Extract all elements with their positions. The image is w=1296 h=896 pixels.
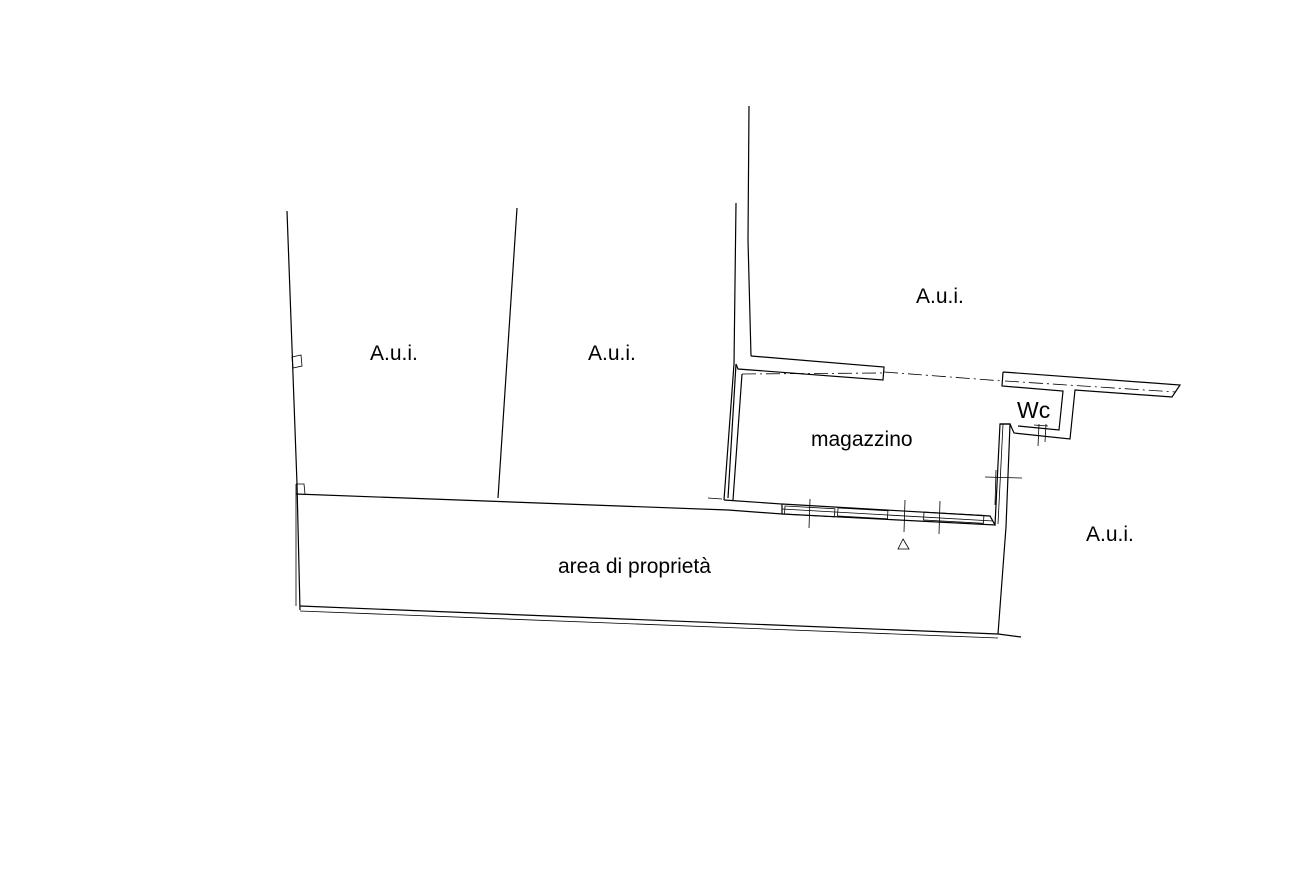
property-area-outline — [295, 483, 1022, 639]
room-label-wc: Wc — [1017, 397, 1051, 423]
magazzino-right-wall-inner — [997, 423, 1004, 525]
magazzino-top-wall — [735, 355, 885, 381]
boundary-marker — [291, 354, 303, 369]
window-frame-2 — [837, 507, 889, 520]
magazzino-top-wall-hidden — [741, 372, 883, 375]
window-frame-3 — [923, 511, 985, 524]
area-label-proprieta: area di proprietà — [558, 555, 711, 578]
wc-inner-wall — [1001, 371, 1064, 431]
middle-boundary-line — [497, 207, 518, 499]
tick-2 — [903, 499, 906, 533]
magazzino-bottom-wall-left — [723, 499, 783, 515]
area-top-edge — [295, 493, 729, 511]
area-bottom-edge-inner — [299, 610, 999, 639]
wc-top-hidden-line — [1004, 380, 1177, 393]
room-label-magazzino: magazzino — [811, 428, 913, 451]
right-inner-boundary-line — [723, 202, 737, 501]
entrance-arrow-marker — [897, 538, 910, 550]
area-right-edge — [997, 526, 1007, 635]
right-outer-boundary-line — [747, 105, 752, 357]
neighbour-label-2: A.u.i. — [588, 342, 636, 365]
neighbour-label-1: A.u.i. — [370, 342, 418, 365]
magazzino-left-wall-inner — [732, 373, 743, 501]
tick-5 — [984, 476, 1023, 479]
tick-6 — [994, 469, 997, 506]
tick-3 — [938, 500, 941, 535]
magazzino-bottom-wall — [781, 503, 997, 526]
magazzino-left-wall-outer — [727, 363, 737, 499]
area-corner-mark — [296, 483, 306, 495]
wc-tick-c — [1044, 423, 1047, 443]
left-boundary-line — [286, 210, 301, 611]
magazzino-walls — [707, 355, 1023, 550]
property-dashed-line — [883, 371, 1004, 382]
neighbour-label-4: A.u.i. — [1086, 523, 1134, 546]
neighbour-label-3: A.u.i. — [916, 285, 964, 308]
wc-tick-b — [1037, 423, 1040, 447]
wc-walls — [1000, 371, 1182, 447]
area-bottom-edge — [299, 605, 1022, 638]
tick-4 — [707, 497, 723, 500]
tick-1 — [808, 498, 811, 529]
wc-outer-wall — [1000, 371, 1182, 440]
parcel-boundaries — [286, 105, 752, 611]
